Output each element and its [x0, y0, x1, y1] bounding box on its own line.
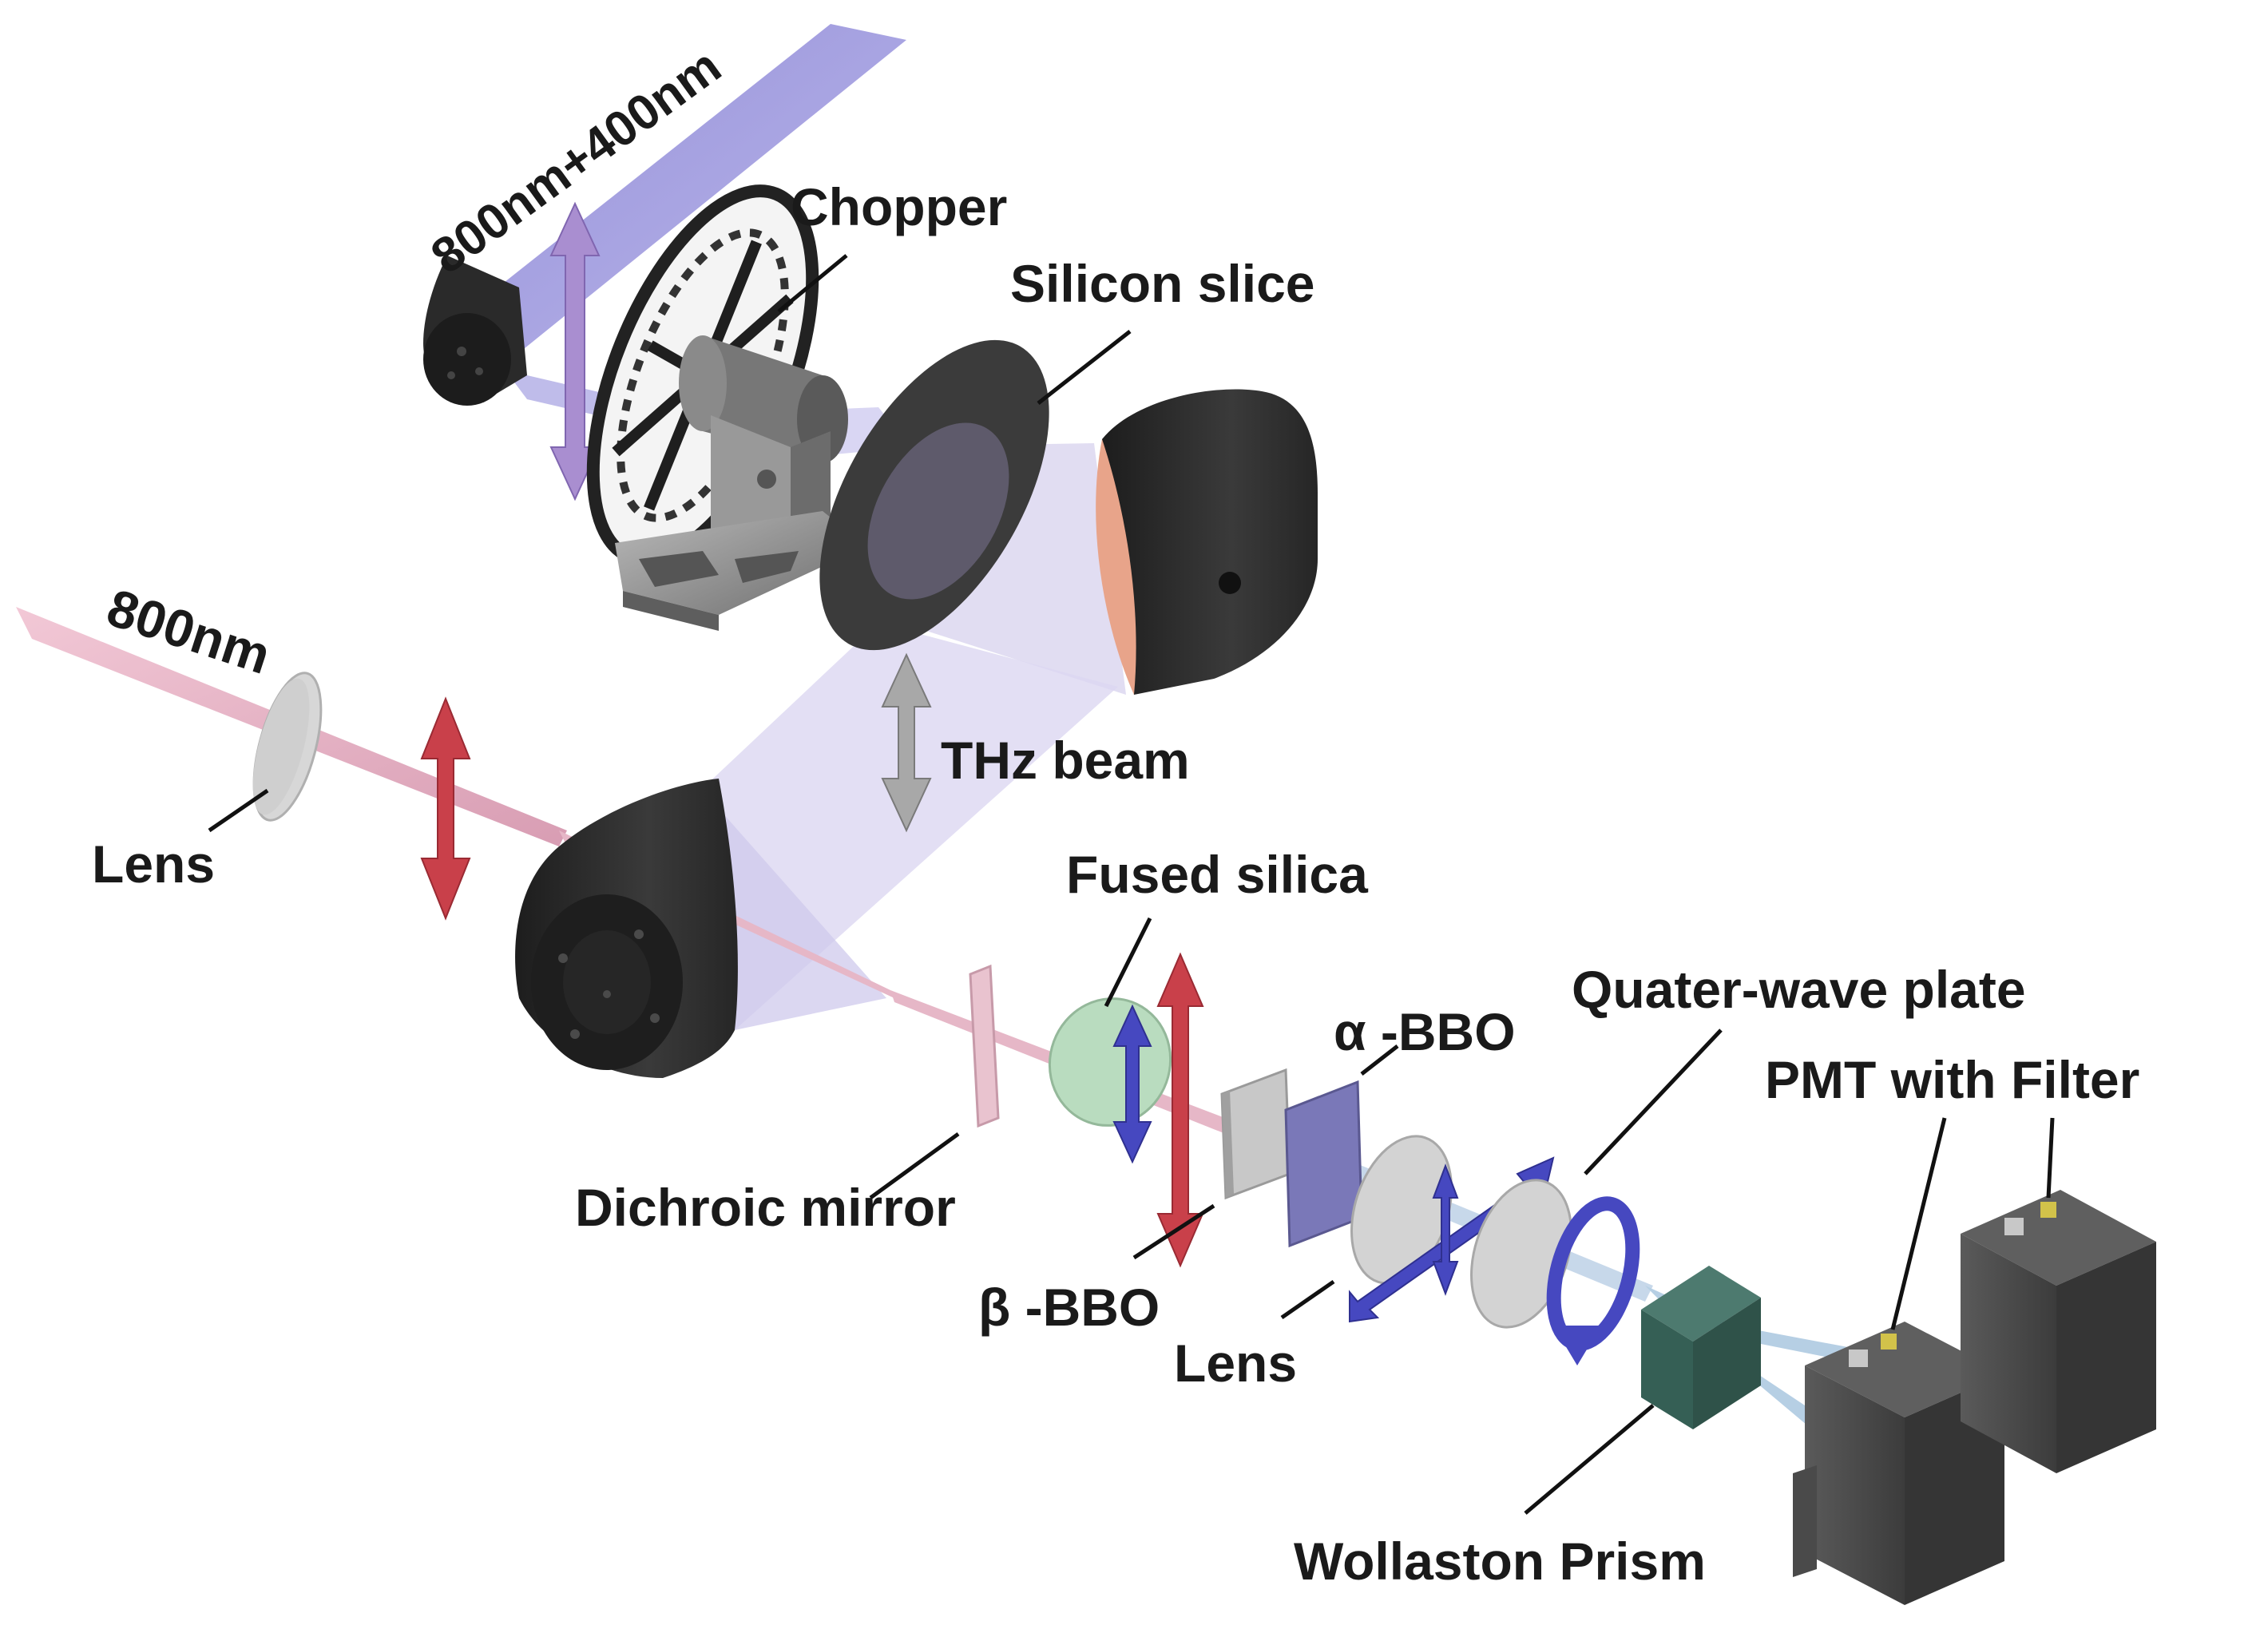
alpha-bbo-leader — [1360, 1044, 1399, 1076]
detection-lens-leader — [1280, 1279, 1335, 1320]
beta-bbo — [1220, 1068, 1291, 1200]
silicon-slice-leader — [1037, 330, 1132, 405]
fused-silica-leader — [1104, 917, 1152, 1008]
chopper-label: Chopper — [791, 177, 1007, 236]
silicon-slice — [819, 339, 1049, 651]
lower-parabolic-mirror — [515, 779, 738, 1078]
upper-parabolic-mirror — [1096, 389, 1318, 695]
beta-bbo-label: β -BBO — [978, 1278, 1160, 1337]
beta-bbo-leader — [1132, 1203, 1215, 1260]
chopper — [586, 184, 848, 631]
detection-lens-label: Lens — [1174, 1334, 1297, 1393]
silicon-slice-label: Silicon slice — [1010, 254, 1315, 313]
quarter-wave-plate-leader — [1584, 1029, 1723, 1175]
fused-silica-polarization-arrows — [1112, 952, 1204, 1268]
chopper-leader — [777, 254, 848, 313]
dichroic-mirror — [969, 964, 1000, 1128]
dichroic-mirror-leader — [869, 1132, 960, 1200]
quarter-wave-plate — [1470, 1179, 1572, 1329]
fused-silica-label: Fused silica — [1066, 845, 1369, 904]
pmt-leaders — [1890, 1117, 2055, 1330]
dichroic-mirror-label: Dichroic mirror — [575, 1178, 956, 1237]
pump-polarization-arrow — [549, 201, 601, 501]
circular-polarization-arrow — [1546, 1196, 1640, 1365]
wollaston-prism-leader — [1524, 1404, 1655, 1515]
quarter-wave-plate-label: Quater-wave plate — [1572, 960, 2026, 1019]
probe-lens — [252, 672, 323, 822]
wollaston-prism — [1641, 1266, 1761, 1429]
pmt-label: PMT with Filter — [1765, 1050, 2139, 1109]
alpha-bbo-label: α -BBO — [1334, 1002, 1516, 1061]
probe-lens-leader — [208, 788, 269, 833]
thz-polarization-arrow — [881, 652, 932, 833]
probe-polarization-arrow — [420, 696, 471, 921]
probe-lens-label: Lens — [92, 834, 215, 894]
alpha-bbo — [1284, 1080, 1363, 1248]
wollaston-prism-label: Wollaston Prism — [1294, 1532, 1706, 1591]
pmt-detector-rear — [1961, 1190, 2156, 1473]
thz-beam-label: THz beam — [941, 731, 1190, 790]
pump-entry-mirror — [423, 256, 527, 406]
